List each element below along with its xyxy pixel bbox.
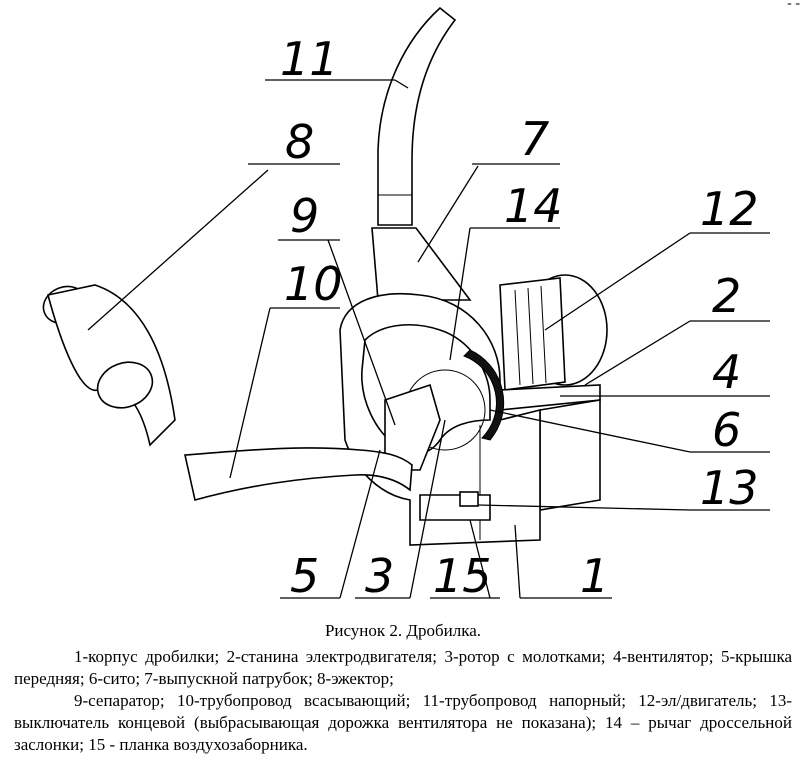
page-marker: - -: [787, 0, 800, 11]
label-14: 14: [504, 179, 563, 233]
discharge-pipe: [371, 6, 472, 301]
label-3: 3: [365, 549, 394, 603]
crusher-drawing: 11 8 9 10 7 14 12 2 4 6 13 1 5 3 15: [42, 6, 770, 603]
label-4: 4: [712, 345, 741, 399]
label-1: 1: [580, 549, 609, 603]
figure-title: Рисунок 2. Дробилка.: [324, 621, 482, 640]
label-5: 5: [290, 549, 319, 603]
label-9: 9: [290, 189, 319, 243]
label-8: 8: [285, 115, 314, 169]
legend-line-1: 1-корпус дробилки; 2-станина электродвиг…: [14, 647, 792, 688]
figure-legend: 1-корпус дробилки; 2-станина электродвиг…: [14, 646, 792, 756]
electric-motor: [499, 274, 608, 391]
suction-pipe: [184, 447, 413, 501]
ejector: [42, 284, 176, 447]
label-12: 12: [700, 182, 759, 236]
part-numbers: 11 8 9 10 7 14 12 2 4 6 13 1 5 3 15: [280, 32, 759, 603]
label-7: 7: [520, 112, 549, 166]
label-10: 10: [284, 257, 343, 311]
label-6: 6: [712, 403, 741, 457]
label-11: 11: [280, 32, 339, 86]
legend-line-2: 9-сепаратор; 10-трубопровод всасывающий;…: [14, 691, 792, 754]
label-2: 2: [712, 269, 741, 323]
leader-lines: [87, 79, 770, 599]
label-15: 15: [433, 549, 492, 603]
label-13: 13: [700, 461, 759, 515]
